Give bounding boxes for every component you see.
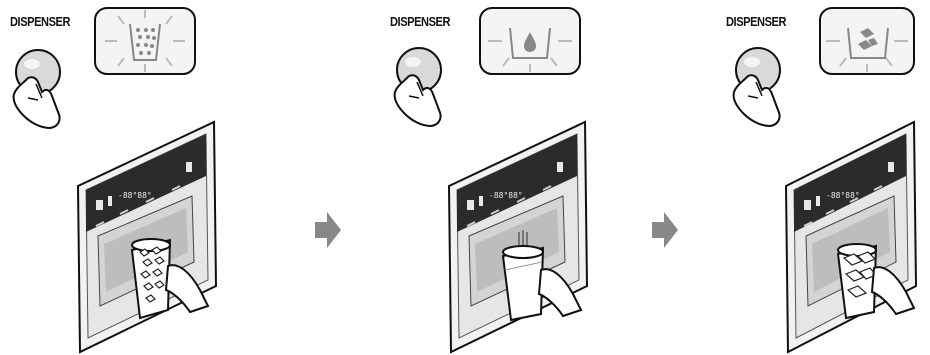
refrigerator-dispenser: -88°88° bbox=[786, 122, 916, 352]
next-step-arrow bbox=[650, 210, 680, 250]
svg-text:-88°88°: -88°88° bbox=[118, 191, 152, 200]
crushed-ice-icon bbox=[95, 8, 195, 74]
step-crushed-ice: DISPENSER bbox=[0, 0, 250, 355]
svg-text:-88°88°: -88°88° bbox=[489, 191, 523, 200]
step-illustration: -88°88° bbox=[720, 0, 930, 355]
refrigerator-dispenser: -88°88° bbox=[78, 122, 216, 352]
step-illustration: -88°88° bbox=[0, 0, 250, 355]
refrigerator-dispenser: -88°88° bbox=[449, 122, 587, 352]
step-cubed-ice: DISPENSER -88°88° bbox=[720, 0, 930, 355]
water-drop-icon bbox=[480, 8, 580, 74]
next-step-arrow bbox=[313, 210, 343, 250]
cubed-ice-icon bbox=[820, 8, 914, 74]
step-illustration: -88°88° bbox=[385, 0, 635, 355]
step-water: DISPENSER -88°88° bbox=[385, 0, 635, 355]
